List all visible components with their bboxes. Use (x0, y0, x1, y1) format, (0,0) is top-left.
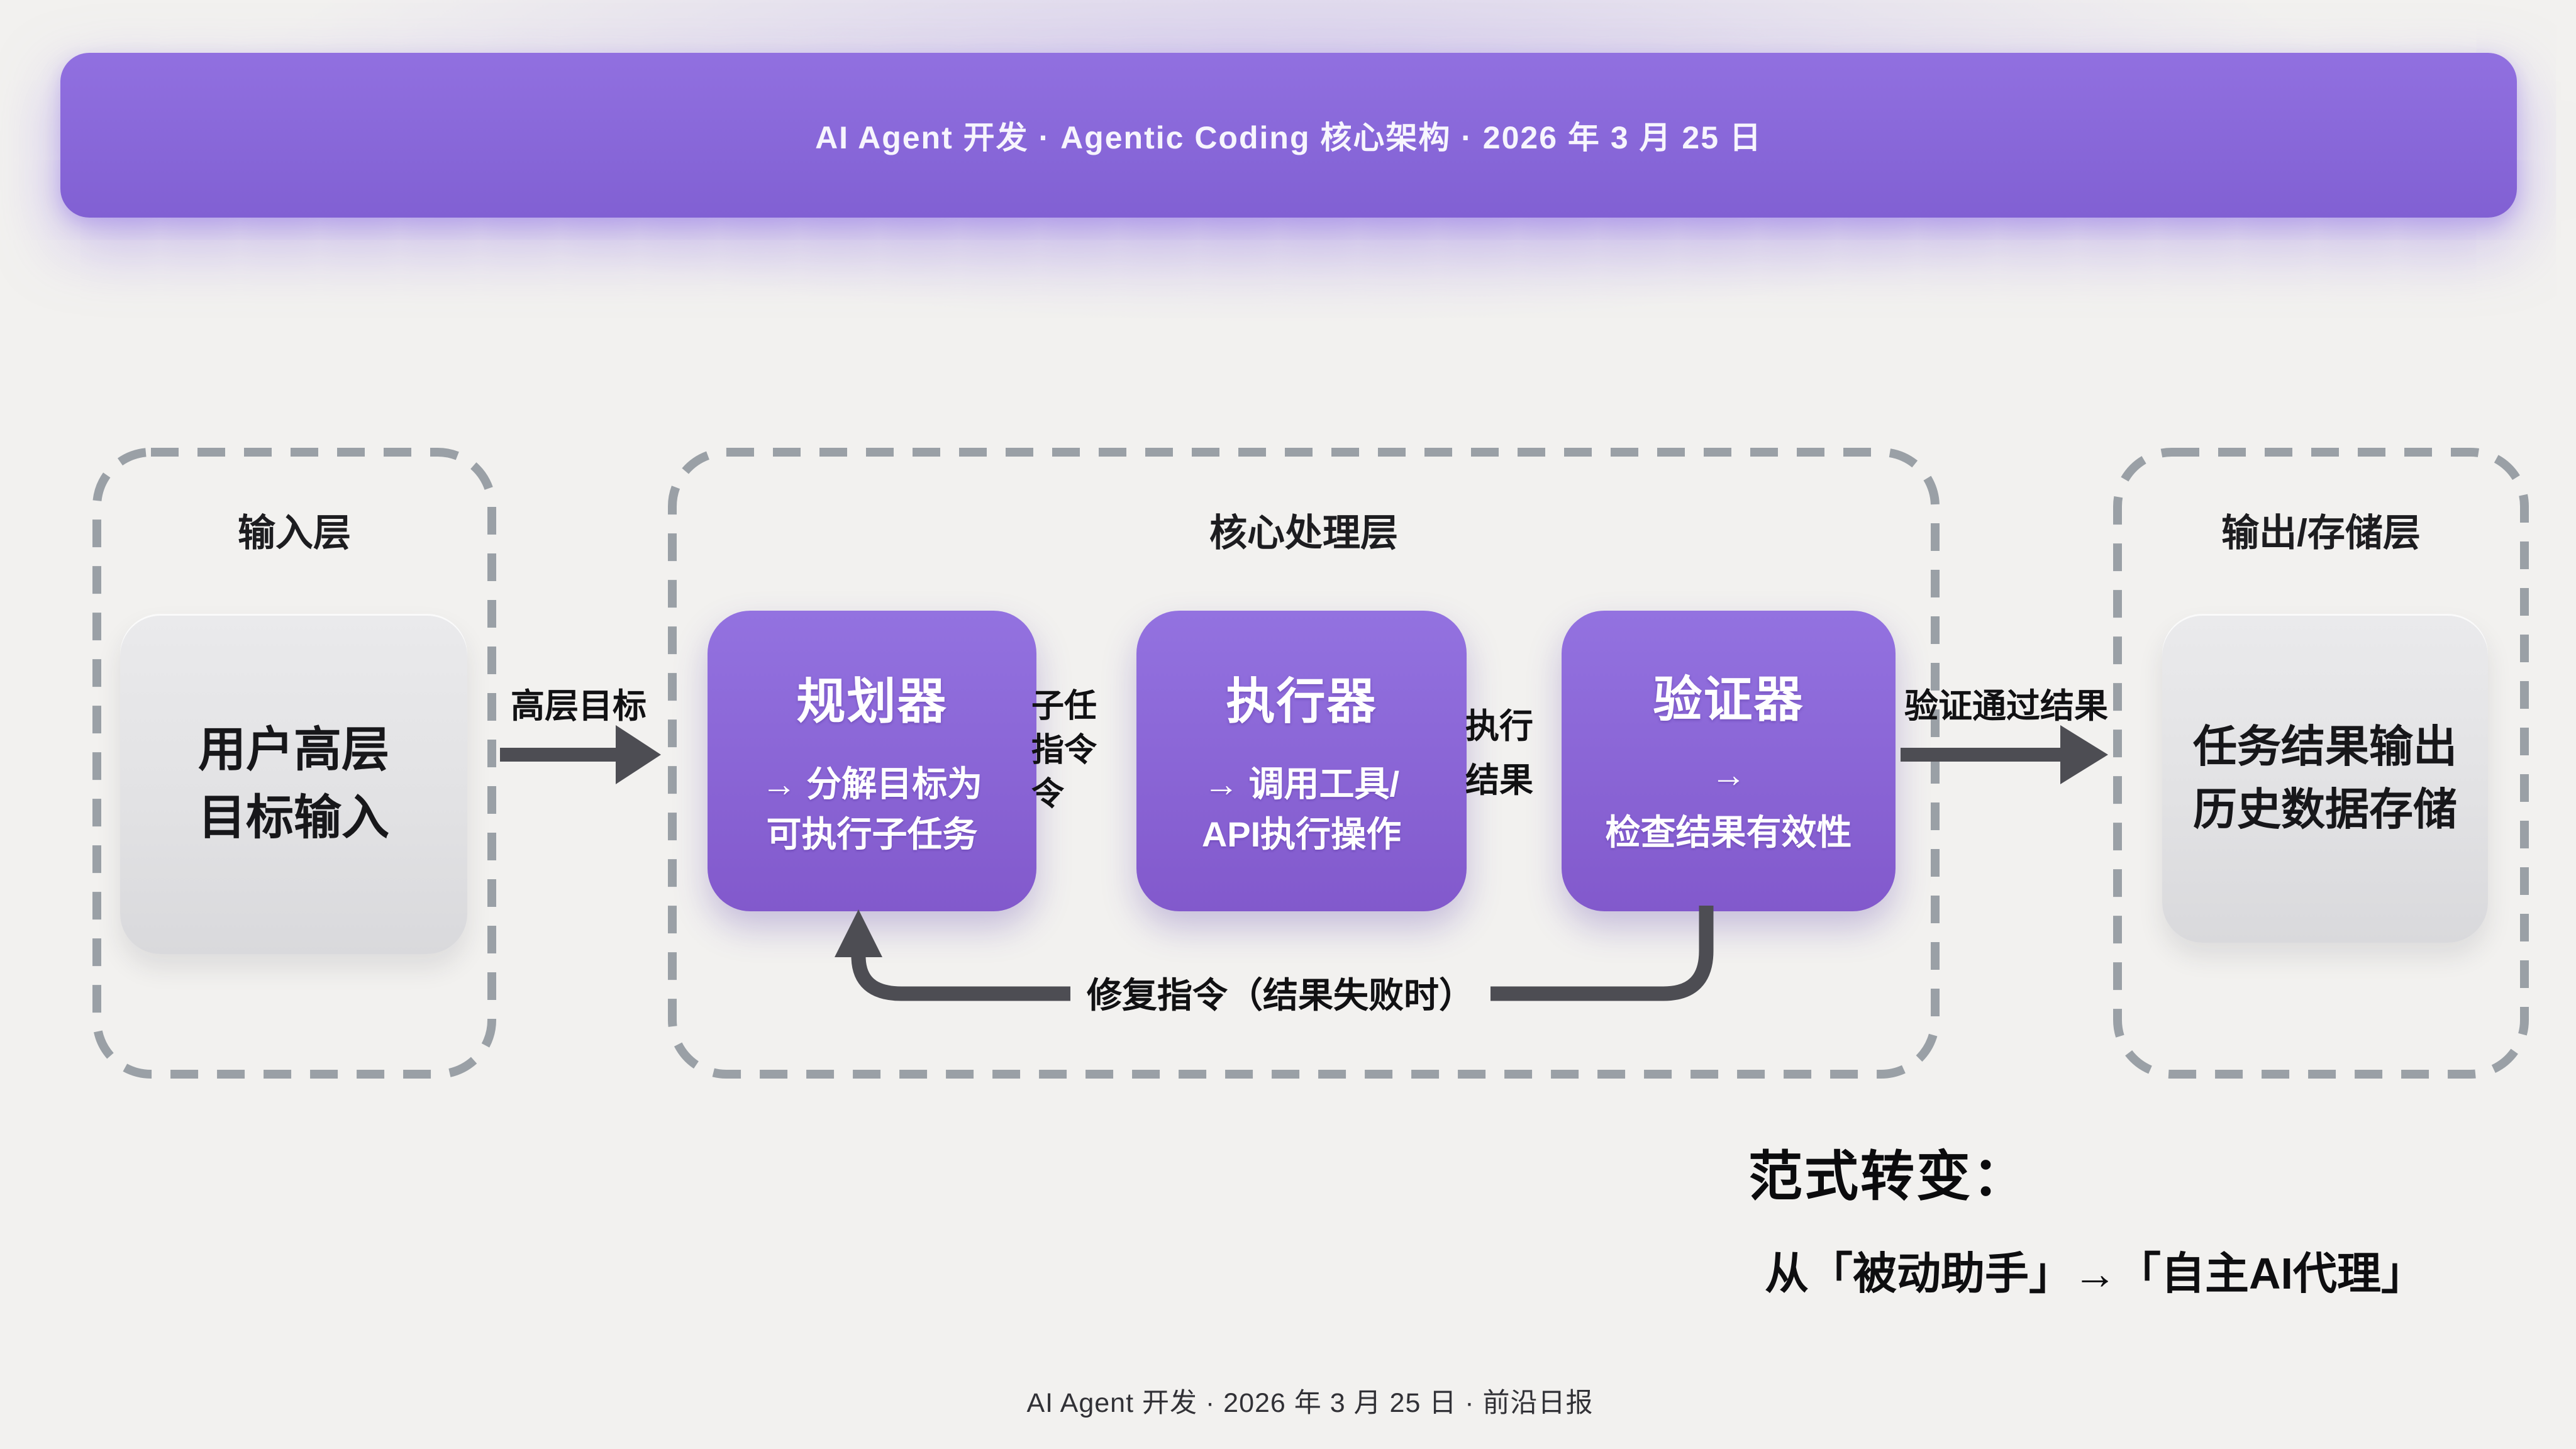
node-verifier: 验证器 → 检查结果有效性 (1562, 611, 1896, 911)
footer-caption: AI Agent 开发 · 2026 年 3 月 25 日 · 前沿日报 (1026, 1388, 1594, 1418)
paradigm-note: 范式转变： 从「被动助手」→「自主AI代理」 (1748, 1132, 2425, 1302)
node-verifier-title: 验证器 (1653, 672, 1804, 728)
layer-output-title: 输出/存储层 (2221, 512, 2421, 554)
node-executor-title: 执行器 (1226, 674, 1377, 730)
layer-output: 输出/存储层 (2112, 447, 2529, 1079)
dashed-border (668, 448, 1940, 1079)
output-box: 任务结果输出 历史数据存储 (2162, 614, 2488, 943)
node-executor-desc: → 调用工具/ API执行操作 (1201, 764, 1402, 854)
input-box-text: 用户高层 目标输入 (198, 723, 389, 845)
dashed-border (2113, 448, 2529, 1079)
node-planner: 规划器 → 分解目标为 可执行子任务 (708, 611, 1036, 911)
layer-core-title: 核心处理层 (1209, 512, 1398, 554)
gap-label-execution-result: 执行 结果 (1465, 708, 1533, 799)
input-box: 用户高层 目标输入 (120, 614, 467, 954)
feedback-label: 修复指令（结果失败时） (1070, 972, 1491, 1019)
flow-label-high-level-goal: 高层目标 (511, 687, 647, 725)
arrow-up-icon (835, 909, 882, 957)
output-box-text: 任务结果输出 历史数据存储 (2193, 722, 2457, 834)
layer-input-title: 输入层 (238, 512, 351, 554)
node-planner-title: 规划器 (796, 674, 948, 730)
arrow-right-icon (500, 725, 661, 784)
gap-label-subtask-instruction: 子任 指令 令 (1031, 688, 1097, 813)
header-banner: AI Agent 开发 · Agentic Coding 核心架构 · 2026… (60, 53, 2517, 218)
layer-core: 核心处理层 (667, 447, 1940, 1079)
flow-label-verified-result: 验证通过结果 (1904, 687, 2108, 725)
node-executor: 执行器 → 调用工具/ API执行操作 (1136, 611, 1467, 911)
feedback-path (835, 906, 1714, 1001)
paradigm-body: 从「被动助手」→「自主AI代理」 (1765, 1249, 2425, 1298)
arrow-right-icon (1901, 725, 2108, 784)
node-planner-desc: → 分解目标为 可执行子任务 (761, 764, 983, 854)
banner-title: AI Agent 开发 · Agentic Coding 核心架构 · 2026… (815, 120, 1762, 155)
layer-input: 输入层 (92, 447, 497, 1079)
node-verifier-desc: → 检查结果有效性 (1605, 755, 1852, 852)
dashed-border (92, 448, 496, 1079)
paradigm-heading: 范式转变： (1748, 1146, 2028, 1207)
